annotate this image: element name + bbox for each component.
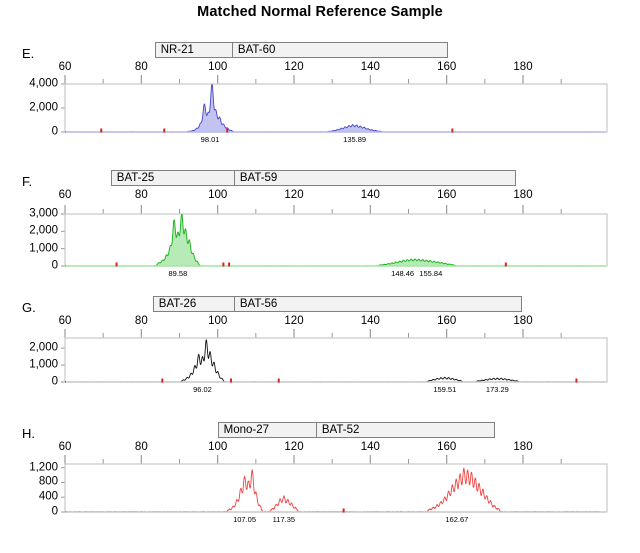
trace-plot [61, 329, 608, 383]
y-tick-label: 800 [38, 475, 58, 488]
y-tick-label: 2,000 [29, 341, 58, 354]
x-tick-label: 100 [208, 189, 228, 201]
x-tick-label: 60 [58, 315, 72, 327]
marker-label-bat-59: BAT-59 [233, 170, 517, 186]
panel-letter: H. [22, 426, 35, 441]
peak-size-label: 96.02 [193, 385, 212, 394]
marker-label-bat-60: BAT-60 [231, 42, 448, 58]
marker-label-bat-52: BAT-52 [315, 422, 496, 438]
x-tick-label: 120 [284, 441, 304, 453]
x-axis-labels: 60 80 100 120 140 160 180 [0, 441, 640, 462]
x-tick-label: 140 [360, 61, 380, 73]
panel-letter: F. [22, 174, 33, 189]
x-tick-label: 80 [134, 315, 148, 327]
x-tick-label: 160 [437, 189, 457, 201]
x-tick-label: 160 [437, 61, 457, 73]
x-tick-label: 100 [208, 315, 228, 327]
x-tick-label: 180 [513, 189, 533, 201]
peak-size-label: 173.29 [485, 385, 509, 394]
peak-size-label: 135.89 [343, 135, 367, 144]
peak-size-label: 159.51 [433, 385, 457, 394]
x-tick-label: 120 [284, 315, 304, 327]
peak-size-label: 107.05 [233, 515, 257, 524]
y-axis-labels: 0 1,000 2,000 [0, 338, 58, 387]
trace-plot [61, 205, 608, 267]
x-tick-label: 180 [513, 61, 533, 73]
x-tick-label: 60 [58, 61, 72, 73]
x-tick-label: 140 [360, 441, 380, 453]
peak-size-label: 117.35 [272, 515, 296, 524]
peak-size-label: 162.67 [445, 515, 469, 524]
x-tick-label: 160 [437, 315, 457, 327]
marker-label-nr-21: NR-21 [154, 42, 233, 58]
marker-label-bat-25: BAT-25 [110, 170, 235, 186]
y-axis-labels: 0 1,000 2,000 3,000 [0, 208, 58, 271]
y-tick-label: 1,000 [29, 358, 58, 371]
y-axis-labels: 0 2,000 4,000 [0, 78, 58, 137]
x-axis-labels: 60 80 100 120 140 160 180 [0, 315, 640, 336]
y-tick-label: 2,000 [29, 101, 58, 114]
panel-letter: E. [22, 46, 35, 61]
y-tick-label: 0 [51, 125, 58, 138]
x-tick-label: 180 [513, 315, 533, 327]
x-tick-label: 60 [58, 441, 72, 453]
y-tick-label: 3,000 [29, 207, 58, 220]
peak-size-label: 148.46 [391, 269, 415, 278]
peak-size-label: 155.84 [419, 269, 443, 278]
x-tick-label: 140 [360, 315, 380, 327]
y-tick-label: 0 [51, 505, 58, 518]
x-tick-label: 160 [437, 441, 457, 453]
marker-label-bat-56: BAT-56 [233, 296, 522, 312]
x-tick-label: 100 [208, 441, 228, 453]
x-tick-label: 120 [284, 189, 304, 201]
peak-size-label: 89.58 [168, 269, 188, 278]
x-tick-label: 100 [208, 61, 228, 73]
panel-letter: G. [22, 300, 36, 315]
x-tick-label: 120 [284, 61, 304, 73]
y-tick-label: 400 [38, 490, 58, 503]
y-tick-label: 1,200 [29, 460, 58, 473]
x-tick-label: 60 [58, 189, 72, 201]
peak-size-label: 98.01 [200, 135, 220, 144]
marker-label-mono-27: Mono-27 [217, 422, 317, 438]
y-tick-label: 2,000 [29, 224, 58, 237]
x-tick-label: 80 [134, 189, 148, 201]
y-tick-label: 4,000 [29, 77, 58, 90]
x-axis-labels: 60 80 100 120 140 160 180 [0, 189, 640, 210]
x-tick-label: 180 [513, 441, 533, 453]
y-tick-label: 1,000 [29, 241, 58, 254]
x-tick-label: 140 [360, 189, 380, 201]
y-axis-labels: 0 400 800 1,200 [0, 460, 58, 516]
x-tick-label: 80 [134, 61, 148, 73]
y-tick-label: 0 [51, 259, 58, 272]
x-axis-labels: 60 80 100 120 140 160 180 [0, 61, 640, 82]
y-tick-label: 0 [51, 375, 58, 388]
x-tick-label: 80 [134, 441, 148, 453]
trace-plot [61, 455, 608, 513]
page-title: Matched Normal Reference Sample [197, 4, 443, 20]
trace-plot [61, 75, 608, 133]
marker-label-bat-26: BAT-26 [152, 296, 235, 312]
